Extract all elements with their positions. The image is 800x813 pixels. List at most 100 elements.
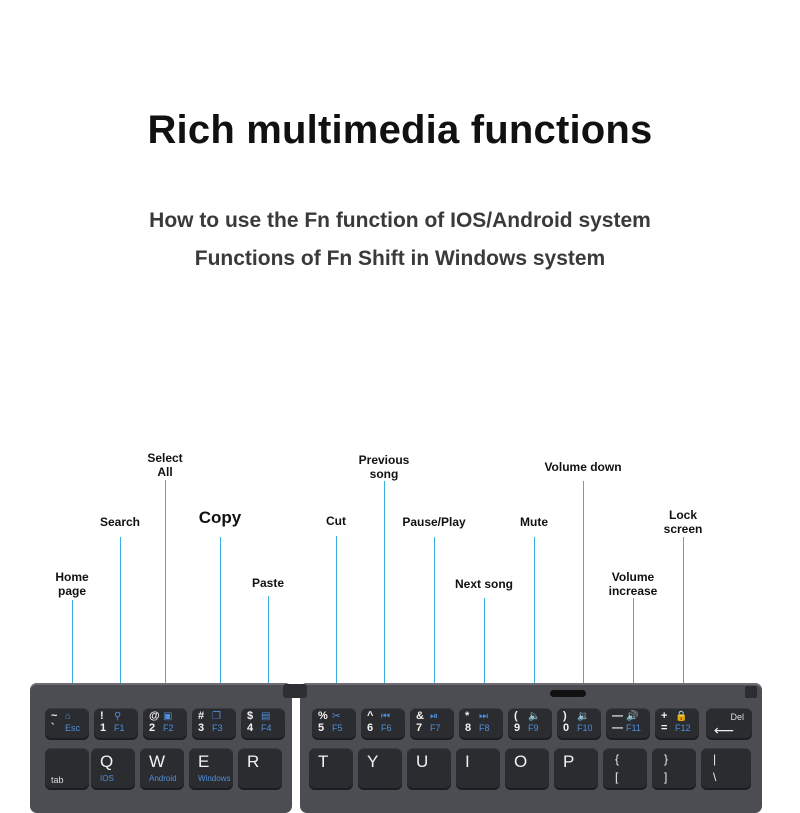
key-right-brace[interactable]: }] — [652, 748, 696, 790]
key-letter: Y — [367, 752, 379, 771]
key-i[interactable]: I — [456, 748, 500, 790]
callout-line-lock-screen — [683, 537, 684, 710]
callout-line-home-page — [72, 600, 73, 710]
key-base-symbol: — — [612, 722, 623, 734]
key-shift-symbol: % — [318, 710, 328, 722]
key-esc[interactable]: ~`⌂Esc — [45, 708, 89, 740]
key-shift-symbol: # — [198, 710, 205, 722]
key-letter: E — [198, 752, 210, 771]
key-base-symbol: 9 — [514, 722, 521, 734]
key-fn-label: Esc — [65, 723, 81, 733]
key-shift-symbol: $ — [247, 710, 254, 722]
subtitle-windows: Functions of Fn Shift in Windows system — [194, 247, 606, 270]
key-os-label: Windows — [198, 774, 231, 783]
key-o[interactable]: O — [505, 748, 549, 790]
key-del-label: Del — [730, 712, 744, 722]
key-base-symbol: 7 — [416, 722, 423, 734]
key-letter: O — [514, 752, 528, 771]
key-e[interactable]: E Windows — [189, 748, 233, 790]
key-fn-label: F5 — [332, 723, 343, 733]
key-q[interactable]: Q IOS — [91, 748, 135, 790]
lock-icon: 🔒 — [675, 711, 688, 722]
key-os-label: IOS — [100, 774, 114, 783]
volume-up-icon: 🔊 — [626, 711, 639, 722]
key-base-symbol: ` — [51, 722, 55, 734]
key-f4[interactable]: $4 ▤F4 — [241, 708, 285, 740]
key-t[interactable]: T — [309, 748, 353, 790]
callout-line-volume-increase — [633, 598, 634, 710]
callout-line-previous-song — [384, 481, 385, 710]
key-f3[interactable]: #3❐F3 — [192, 708, 236, 740]
key-shift-symbol: ^ — [367, 710, 374, 722]
key-letter: } — [664, 752, 669, 766]
key-base-symbol: 3 — [198, 722, 205, 734]
key-letter: U — [416, 752, 429, 771]
key-base-symbol: 4 — [247, 722, 254, 734]
key-tab-label: tab — [51, 775, 64, 785]
key-fn-label: F2 — [163, 723, 174, 733]
key-letter: W — [149, 752, 166, 771]
key-pipe[interactable]: |\ — [701, 748, 751, 790]
cut-icon: ✂ — [332, 711, 341, 722]
key-fn-label: F12 — [675, 723, 691, 733]
key-base-symbol: 8 — [465, 722, 472, 734]
volume-down-icon: 🔉 — [577, 711, 590, 722]
key-f10[interactable]: )0🔉F10 — [557, 708, 601, 740]
key-r[interactable]: R — [238, 748, 282, 790]
callout-line-paste — [268, 596, 269, 710]
backspace-arrow-icon: ⟵ — [714, 722, 735, 738]
key-shift-symbol: @ — [149, 710, 160, 722]
key-f1[interactable]: !1⚲F1 — [94, 708, 138, 740]
key-f6[interactable]: ^6⏮F6 — [361, 708, 405, 740]
callout-line-mute — [534, 537, 535, 710]
key-letter: | — [713, 752, 717, 766]
key-letter: I — [465, 752, 470, 771]
key-base-symbol: [ — [615, 770, 619, 784]
key-shift-symbol: ~ — [51, 710, 58, 722]
key-fn-label: F10 — [577, 723, 593, 733]
key-base-symbol: ] — [664, 770, 668, 784]
key-shift-symbol: + — [661, 710, 668, 722]
callout-paste: Paste — [251, 576, 285, 590]
next-track-icon: ⏭ — [479, 711, 488, 722]
callout-next-song: Next song — [454, 577, 513, 591]
key-y[interactable]: Y — [358, 748, 402, 790]
callout-line-copy — [220, 537, 221, 710]
key-f2[interactable]: @2 ▣F2 — [143, 708, 187, 740]
paste-icon: ▤ — [261, 711, 271, 722]
keyboard-hinge — [283, 684, 307, 698]
select-all-icon: ▣ — [163, 711, 173, 722]
page-title: Rich multimedia functions — [147, 108, 653, 152]
key-fn-label: F3 — [212, 723, 223, 733]
key-p[interactable]: P — [554, 748, 598, 790]
key-f5[interactable]: %5✂F5 — [312, 708, 356, 740]
key-fn-label: F4 — [261, 723, 272, 733]
key-tab[interactable]: tab — [45, 748, 89, 790]
key-u[interactable]: U — [407, 748, 451, 790]
key-delete[interactable]: Del⟵ — [706, 708, 752, 740]
key-base-symbol: 1 — [100, 722, 107, 734]
key-shift-symbol: — — [612, 710, 623, 722]
key-shift-symbol: ! — [100, 710, 104, 722]
key-fn-label: F8 — [479, 723, 490, 733]
key-f12[interactable]: +=🔒F12 — [655, 708, 699, 740]
callout-pause-play: Pause/Play — [402, 515, 466, 529]
key-f7[interactable]: &7⏯F7 — [410, 708, 454, 740]
key-f8[interactable]: *8 ⏭F8 — [459, 708, 503, 740]
callout-mute: Mute — [520, 515, 548, 529]
key-left-brace[interactable]: {[ — [603, 748, 647, 790]
key-base-symbol: 2 — [149, 722, 156, 734]
key-shift-symbol: * — [465, 710, 470, 722]
key-f9[interactable]: (9🔈F9 — [508, 708, 552, 740]
key-f11[interactable]: ——🔊F11 — [606, 708, 650, 740]
callout-cut: Cut — [326, 514, 346, 528]
key-fn-label: F1 — [114, 723, 125, 733]
key-letter: Q — [100, 752, 114, 771]
callout-line-next-song — [484, 598, 485, 710]
mute-icon: 🔈 — [528, 711, 541, 722]
callout-line-cut — [336, 536, 337, 710]
